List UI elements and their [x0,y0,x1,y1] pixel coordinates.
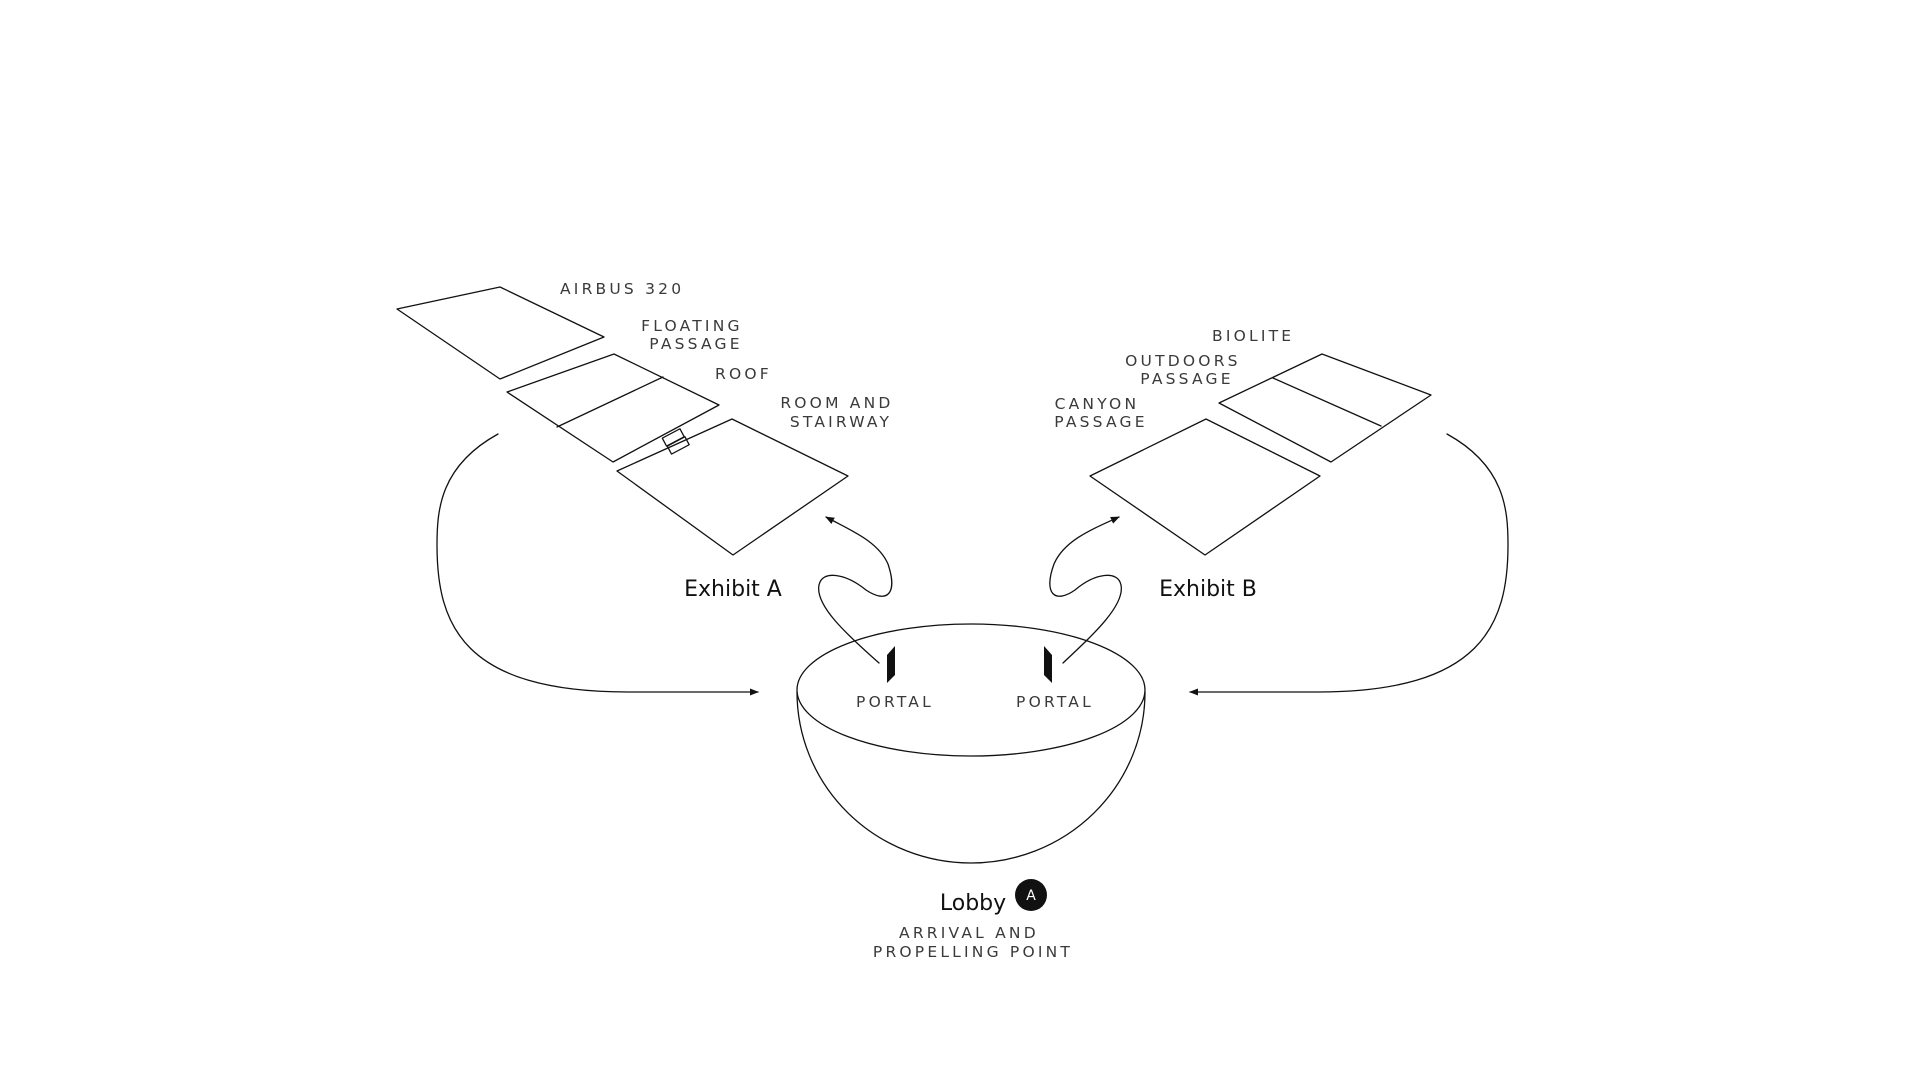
canyon-passage-plane [1089,418,1321,556]
floating-passage-label: FLOATING PASSAGE [641,317,751,353]
stairway-connector-icon [661,428,690,455]
lobby-bowl [796,623,1146,864]
outdoors-passage-label: OUTDOORS PASSAGE [1125,352,1249,388]
portal-left-icon [887,646,895,683]
airbus-320-plane [396,286,605,380]
exhibit-b-return-arrow [1189,433,1509,696]
biolite-label: BIOLITE [1212,327,1294,345]
room-and-stairway-plane [616,418,849,556]
exhibit-b-group [1089,353,1432,556]
exhibit-a-title: Exhibit A [684,577,782,602]
lobby-bowl-base [796,691,1146,864]
portal-a-to-exhibit-a-arrow [818,516,893,664]
lobby-subtitle: ARRIVAL AND PROPELLING POINT [873,924,1073,961]
biolite-and-outdoors-plane [1218,353,1432,463]
biolite-outdoors-divider [1272,377,1382,427]
lobby-badge: A [1015,879,1047,911]
airbus-320-label: AIRBUS 320 [560,280,684,298]
floating-passage-and-roof-plane [506,353,720,463]
flow-arrows [436,433,1509,696]
exhibit-a-return-arrow [436,433,759,696]
exhibit-a-group [396,286,849,556]
canyon-passage-label: CANYON PASSAGE [1054,395,1147,431]
portal-right-icon [1044,646,1052,683]
exhibit-b-title: Exhibit B [1159,577,1257,602]
lobby-title: Lobby [940,891,1006,916]
portal-right-label: PORTAL [1016,693,1094,711]
portal-b-to-exhibit-b-arrow [1049,516,1122,664]
lobby-badge-letter: A [1026,888,1036,904]
portal-left-label: PORTAL [856,693,934,711]
roof-label: ROOF [715,365,772,383]
lobby-bowl-rim [796,623,1146,757]
floating-roof-divider [556,376,664,428]
room-and-stairway-label: ROOM AND STAIRWAY [780,394,901,431]
